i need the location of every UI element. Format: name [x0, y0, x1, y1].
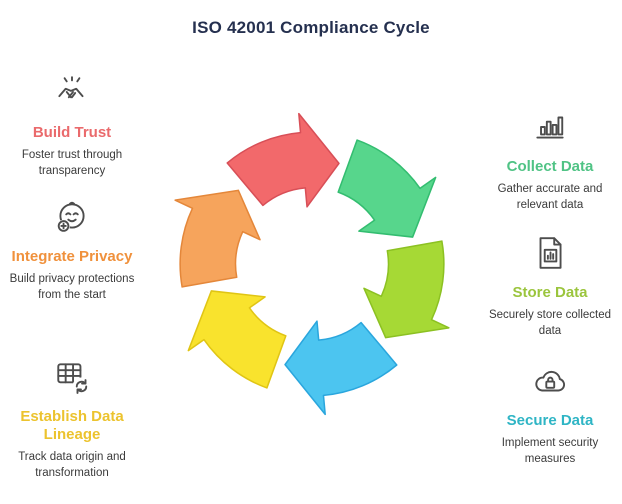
document-chart-icon: [531, 234, 569, 272]
item-title: Secure Data: [506, 412, 594, 429]
cloud-lock-icon: [531, 362, 569, 400]
handshake-icon: [53, 74, 91, 112]
item-collect-data: Collect Data Gather accurate and relevan…: [480, 108, 620, 213]
privacy-face-icon: [53, 198, 91, 236]
cycle-arrow-lime: [363, 240, 450, 339]
cycle-arrow-green: [337, 139, 437, 238]
item-description: Securely store collected data: [488, 309, 612, 338]
item-title: Store Data: [512, 284, 588, 301]
cycle-arrow-orange: [174, 189, 261, 288]
item-integrate-privacy: Integrate Privacy Build privacy protecti…: [2, 198, 142, 303]
item-build-trust: Build Trust Foster trust through transpa…: [2, 74, 142, 179]
bar-chart-icon: [531, 108, 569, 146]
page-title: ISO 42001 Compliance Cycle: [192, 18, 430, 37]
item-description: Track data origin and transformation: [18, 451, 126, 480]
item-description: Foster trust through transparency: [21, 149, 123, 178]
data-table-sync-icon: [53, 358, 91, 396]
item-description: Build privacy protections from the start: [9, 273, 135, 302]
item-secure-data: Secure Data Implement security measures: [480, 362, 620, 467]
item-title: Integrate Privacy: [11, 248, 133, 265]
cycle-arrow-blue: [284, 320, 398, 416]
item-description: Implement security measures: [501, 437, 599, 466]
item-description: Gather accurate and relevant data: [497, 183, 603, 212]
item-title: Build Trust: [32, 124, 112, 141]
item-store-data: Store Data Securely store collected data: [480, 234, 620, 339]
compliance-cycle-wheel: [174, 112, 450, 416]
item-establish-data-lineage: Establish Data Lineage Track data origin…: [2, 358, 142, 481]
cycle-arrow-yellow: [187, 290, 287, 389]
item-title: Establish Data Lineage: [20, 408, 124, 443]
item-title: Collect Data: [506, 158, 594, 175]
cycle-arrow-red: [226, 112, 340, 208]
